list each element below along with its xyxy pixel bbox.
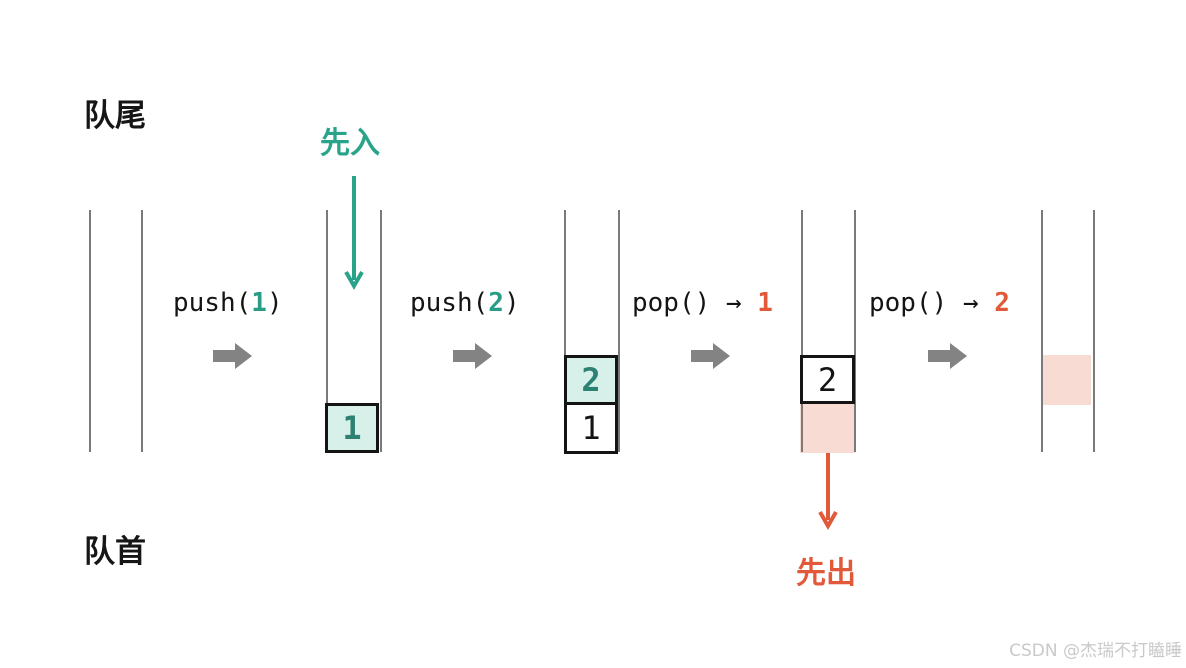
queue-rear-label: 队尾 <box>84 98 146 134</box>
queue-element: 2 <box>800 355 855 404</box>
queue-front-label: 队首 <box>84 534 146 570</box>
op-label-push-1: push(1) <box>173 288 283 318</box>
first-out-label: 先出 <box>796 556 856 591</box>
first-in-label: 先入 <box>320 126 380 161</box>
op-value: 1 <box>251 288 267 318</box>
step-arrow-icon <box>928 343 967 369</box>
op-value: 2 <box>994 288 1010 318</box>
op-text: push( <box>173 288 252 318</box>
op-text: push( <box>410 288 489 318</box>
step-arrow-icon <box>453 343 492 369</box>
queue-element: 1 <box>325 403 379 453</box>
op-label-pop-1: pop() → 1 <box>632 288 773 318</box>
queue-tube-2 <box>326 210 382 452</box>
queue-tube-5 <box>1041 210 1095 452</box>
queue-tube-1 <box>89 210 143 452</box>
op-value: 2 <box>488 288 504 318</box>
first-in-arrow-icon <box>344 176 364 291</box>
popped-element-ghost <box>800 404 855 453</box>
op-text: pop() → <box>869 288 995 318</box>
op-text: ) <box>266 288 283 318</box>
queue-tube-4 <box>801 210 856 452</box>
op-label-pop-2: pop() → 2 <box>869 288 1010 318</box>
op-text: ) <box>503 288 520 318</box>
step-arrow-icon <box>213 343 252 369</box>
step-arrow-icon <box>691 343 730 369</box>
queue-element: 1 <box>564 402 618 454</box>
queue-tube-3 <box>564 210 620 452</box>
watermark: CSDN @杰瑞不打瞌睡 <box>1009 641 1182 661</box>
popped-element-ghost <box>1043 355 1091 405</box>
op-label-push-2: push(2) <box>410 288 520 318</box>
queue-element: 2 <box>564 355 618 405</box>
op-value: 1 <box>757 288 773 318</box>
op-text: pop() → <box>632 288 758 318</box>
